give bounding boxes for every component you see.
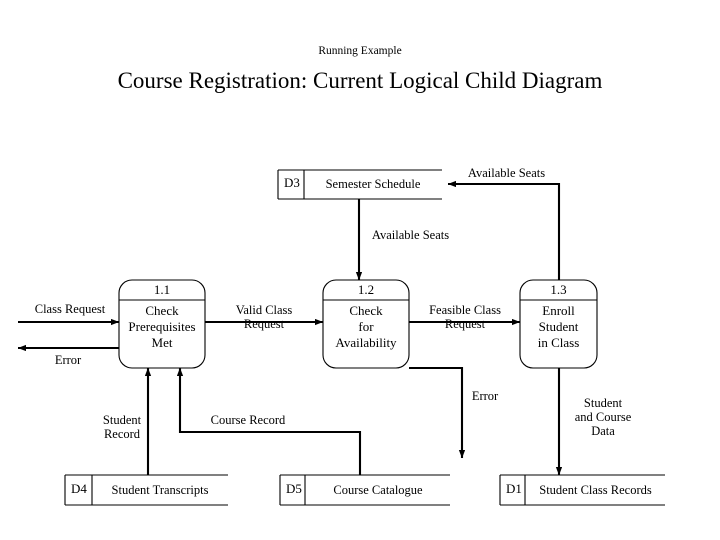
process-1-2-name-line-1: Check: [349, 303, 383, 318]
data-store-d1-id: D1: [506, 481, 522, 496]
flow-label-valid-class-request-line-2: Request: [243, 317, 285, 331]
flow-label-student-record-line-2: Record: [103, 427, 141, 441]
process-1-2-name-line-3: Availability: [335, 335, 397, 351]
data-store-d4: [64, 474, 228, 506]
process-1-1-name-line-2: Prerequisites: [128, 319, 196, 335]
process-1-3-name: Enroll Student in Class: [518, 303, 599, 351]
page-subtitle: Running Example: [318, 45, 402, 57]
flow-label-student-course-data-line-2: and Course: [574, 410, 632, 424]
flow-available-seats-up: [447, 180, 561, 280]
process-1-3-name-line-2: Student: [538, 319, 579, 335]
process-1-2-number: 1.2: [357, 282, 375, 297]
flow-label-feasible-class-request: Feasible Class Request: [410, 303, 520, 331]
data-store-d3-id: D3: [284, 175, 300, 190]
data-store-d4-id: D4: [71, 481, 87, 496]
flow-label-available-seats-up: Available Seats: [467, 166, 546, 180]
data-store-d5-id: D5: [286, 481, 302, 496]
process-1-1-name-line-3: Met: [151, 335, 173, 351]
flow-label-valid-class-request-line-1: Valid Class: [235, 303, 293, 317]
flow-label-course-record: Course Record: [210, 413, 286, 427]
flow-label-student-course-data-line-3: Data: [591, 424, 615, 438]
flow-error-down: [409, 366, 466, 459]
data-store-d1-name: Student Class Records: [539, 483, 652, 497]
flow-label-student-course-data-line-1: Student: [583, 396, 623, 410]
flow-label-student-record: Student Record: [96, 413, 148, 441]
flow-label-valid-class-request: Valid Class Request: [214, 303, 314, 331]
process-1-3-name-line-1: Enroll: [542, 303, 575, 318]
flow-label-error-left: Error: [54, 353, 82, 367]
flow-label-feasible-class-request-line-1: Feasible Class: [429, 303, 501, 317]
page-title: Course Registration: Current Logical Chi…: [117, 68, 603, 93]
process-1-3-number: 1.3: [550, 282, 567, 297]
flow-label-student-record-line-1: Student: [102, 413, 142, 427]
data-store-d5-name: Course Catalogue: [333, 483, 423, 497]
process-1-2-name: Check for Availability: [317, 303, 415, 351]
flow-label-error-down: Error: [471, 389, 499, 403]
flow-label-available-seats-down: Available Seats: [371, 228, 450, 242]
process-1-1-name-line-1: Check: [145, 303, 179, 318]
flow-label-feasible-class-request-line-2: Request: [444, 317, 486, 331]
flow-course-record: [176, 367, 362, 475]
data-store-d1: [499, 474, 665, 506]
data-store-d5: [279, 474, 450, 506]
process-1-1-number: 1.1: [153, 282, 171, 297]
process-1-3-name-line-3: in Class: [537, 335, 580, 351]
data-store-d4-name: Student Transcripts: [111, 483, 209, 497]
process-1-1-name: Check Prerequisites Met: [114, 303, 210, 351]
flow-label-student-course-data: Student and Course Data: [568, 396, 638, 438]
process-1-2-name-line-2: for: [358, 319, 374, 335]
flow-label-class-request: Class Request: [34, 302, 106, 316]
data-store-d3-name: Semester Schedule: [325, 177, 421, 191]
